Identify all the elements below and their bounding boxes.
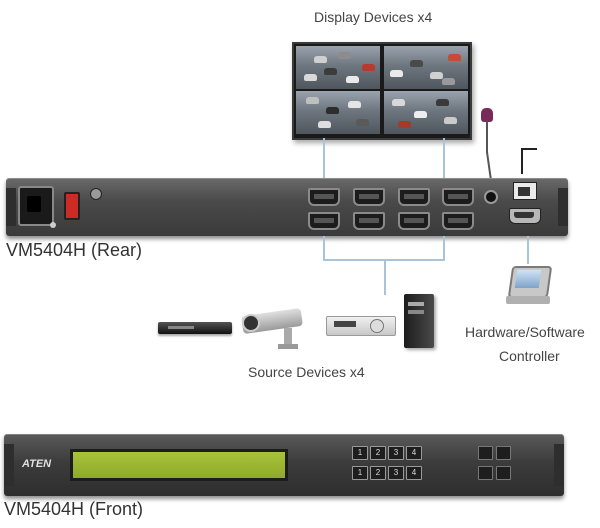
hdmi-input-port [308, 212, 340, 230]
input-button-2[interactable]: 2 [370, 446, 386, 460]
hdmi-output-port [308, 188, 340, 206]
ground-screw-icon [90, 188, 102, 200]
rear-label: VM5404H (Rear) [6, 240, 143, 260]
function-button[interactable] [496, 466, 511, 480]
aten-logo: ATEN [22, 458, 52, 470]
ir-port-icon [484, 190, 498, 204]
front-panel: ATEN 1 2 3 4 1 2 3 4 [4, 434, 564, 496]
input-button-3[interactable]: 3 [388, 446, 404, 460]
output-line-right [443, 138, 445, 180]
source-devices-label: Source Devices x4 [248, 364, 365, 380]
function-button[interactable] [496, 446, 511, 460]
hdmi-input-port [353, 212, 385, 230]
hdmi-output-port [442, 188, 474, 206]
display-devices-label: Display Devices x4 [314, 9, 433, 25]
controller-label-line2: Controller [499, 348, 560, 364]
hdmi-output-port [353, 188, 385, 206]
power-socket-icon [18, 186, 54, 226]
power-switch-icon [64, 192, 80, 220]
function-button[interactable] [478, 466, 493, 480]
output-line-left [323, 138, 325, 180]
input-line-left [323, 236, 325, 260]
ir-receiver-icon [481, 108, 493, 122]
output-button-3[interactable]: 3 [388, 466, 404, 480]
output-button-1[interactable]: 1 [352, 466, 368, 480]
controller-label-line1: Hardware/Software [465, 324, 585, 340]
dvd-player-icon [158, 322, 232, 334]
hdmi-input-port [398, 212, 430, 230]
front-label: VM5404H (Front) [4, 499, 144, 519]
monitor-4 [384, 91, 468, 134]
input-line-right [443, 236, 445, 260]
input-button-1[interactable]: 1 [352, 446, 368, 460]
controller-line [527, 236, 529, 264]
hdmi-output-port [398, 188, 430, 206]
display-wall [292, 42, 472, 140]
hdmi-input-port [442, 212, 474, 230]
lcd-display [70, 449, 288, 481]
monitor-3 [296, 91, 380, 134]
output-button-4[interactable]: 4 [406, 466, 422, 480]
rear-panel [6, 178, 568, 236]
function-button[interactable] [478, 446, 493, 460]
input-button-4[interactable]: 4 [406, 446, 422, 460]
input-line-drop [384, 259, 386, 295]
output-button-2[interactable]: 2 [370, 466, 386, 480]
monitor-2 [384, 46, 468, 89]
monitor-1 [296, 46, 380, 89]
